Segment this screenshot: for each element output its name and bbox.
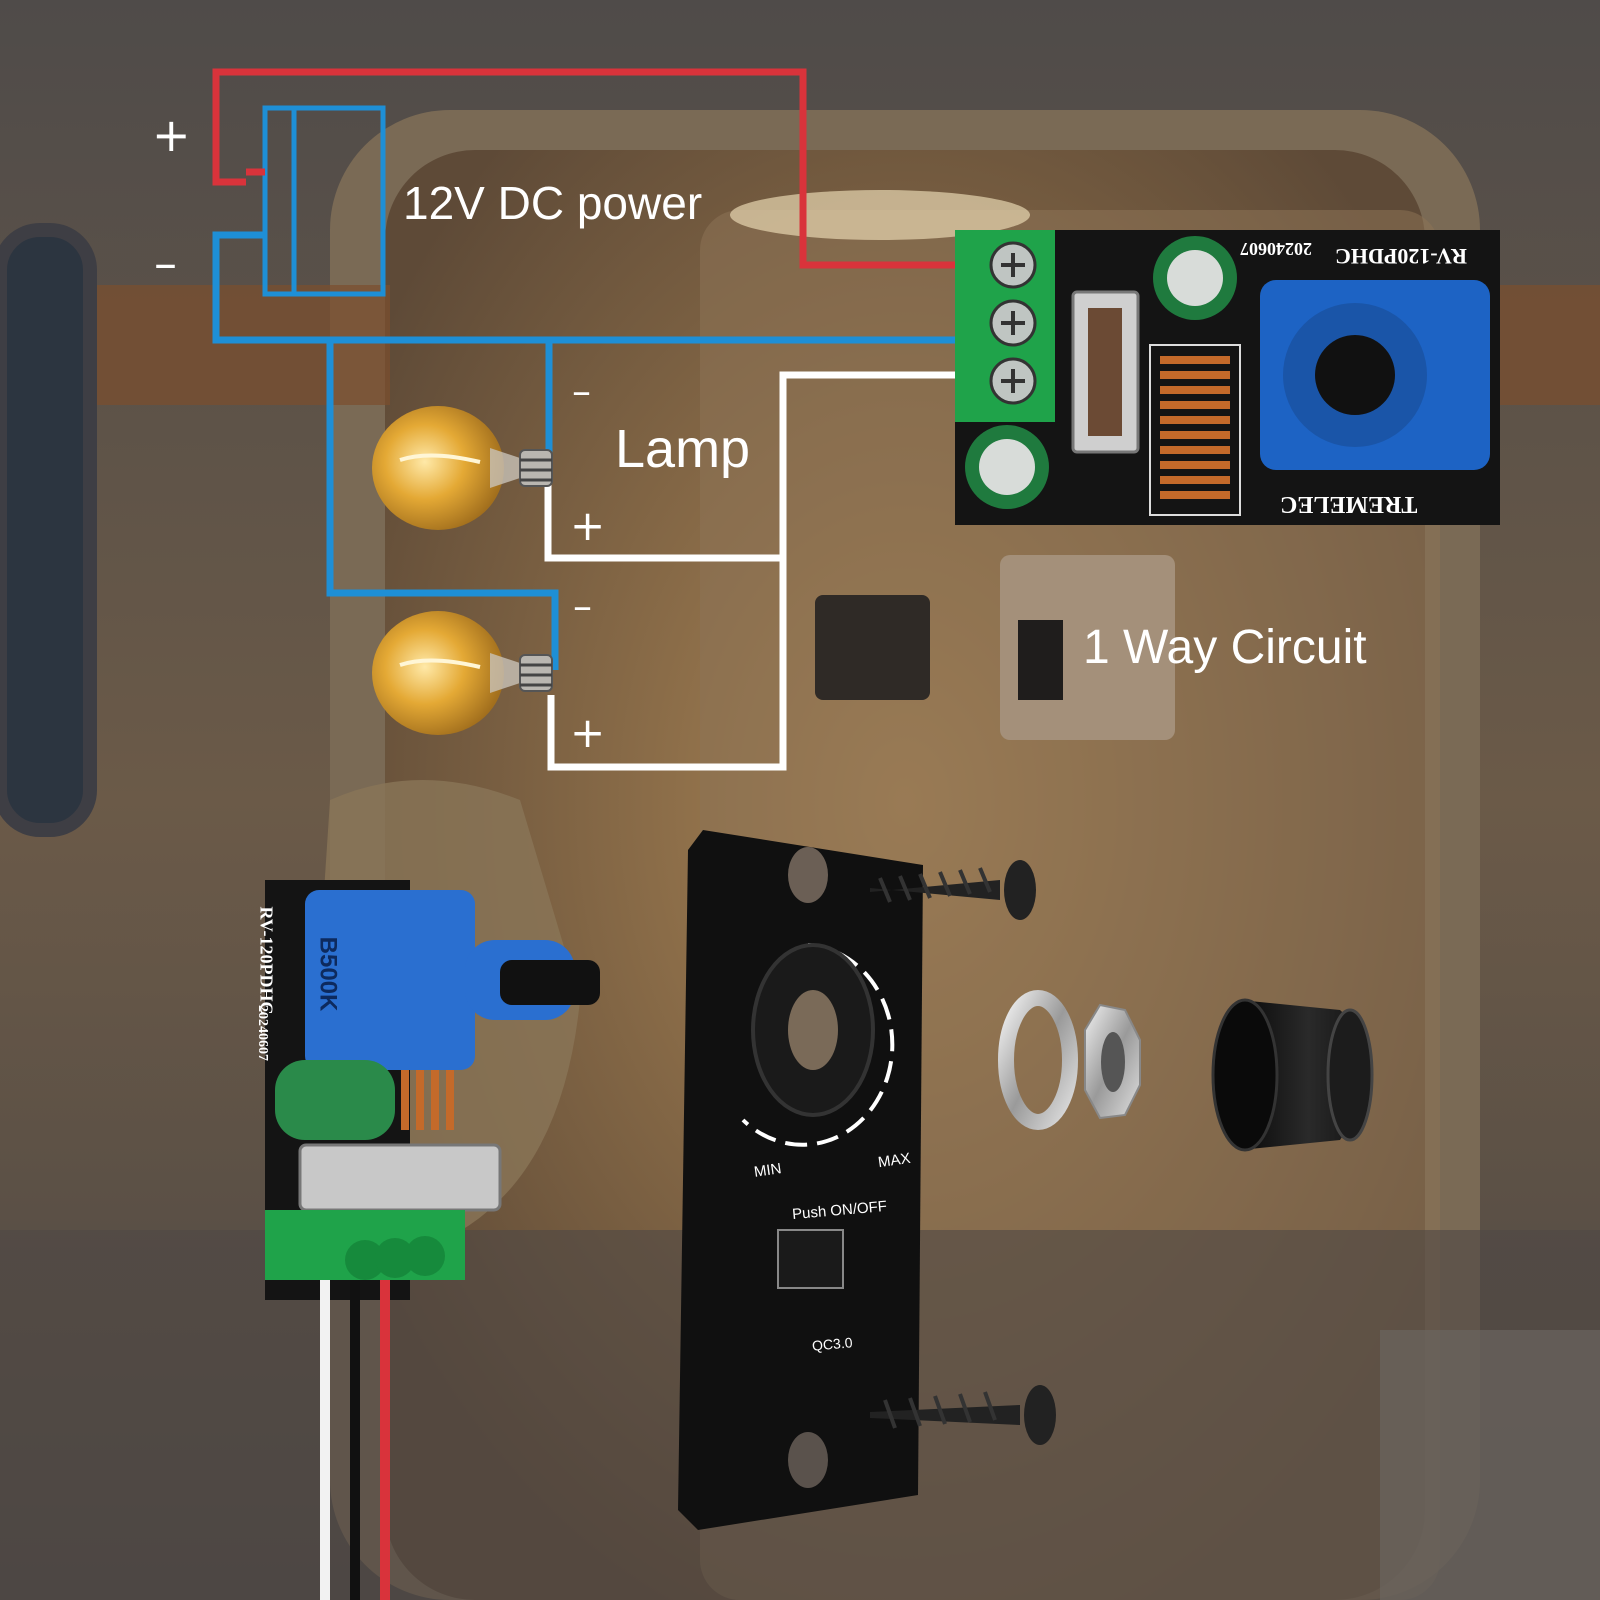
- load-wire-lamp1: [544, 480, 783, 562]
- pot-label: B500K: [314, 936, 342, 1012]
- mounting-plate: [678, 830, 923, 1530]
- side-board: [265, 880, 600, 1600]
- side-board-model: RV-120PDHC: [256, 906, 277, 1015]
- power-minus: –: [154, 236, 177, 290]
- lamp-label: Lamp: [615, 419, 751, 479]
- hardware: [870, 860, 1374, 1445]
- side-board-date: 20240607: [255, 1005, 270, 1061]
- power-label: 12V DC power: [403, 177, 703, 229]
- board-brand: TREMELEC: [1280, 491, 1418, 517]
- board-date: 20240607: [1240, 239, 1312, 259]
- power-plus: +: [152, 108, 191, 162]
- negative-wire: [212, 231, 955, 344]
- battery-symbol: [262, 105, 386, 297]
- lamp1-minus: –: [572, 369, 591, 413]
- screw-bottom: [870, 1385, 1056, 1445]
- lamp2-minus: –: [573, 584, 592, 628]
- negative-wire-lamp2: [326, 340, 559, 670]
- lamp1-plus: +: [570, 501, 606, 550]
- circuit-title: 1 Way Circuit: [1083, 621, 1367, 674]
- lamp-bulb-1: [372, 406, 553, 530]
- positive-wire: [212, 68, 955, 269]
- screw-top: [870, 860, 1036, 920]
- lamp2-plus: +: [570, 708, 606, 757]
- load-wire: [547, 371, 955, 771]
- lamp-bulb-2: [372, 611, 553, 735]
- board-model: RV-120PDHC: [1335, 244, 1468, 269]
- dimmer-board: [955, 230, 1500, 525]
- washer: [998, 990, 1078, 1130]
